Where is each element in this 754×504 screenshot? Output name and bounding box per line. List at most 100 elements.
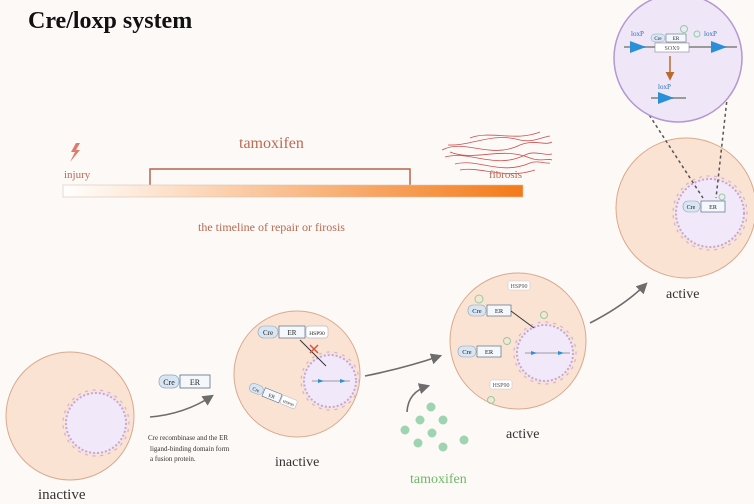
timeline: injury tamoxifen fibrosis the timeline o… [62,131,553,234]
envelope-dash [77,393,82,396]
envelope-dash [62,425,64,429]
envelope-dash [518,369,522,373]
envelope-dash [537,321,541,324]
envelope-dash [306,361,309,365]
loxp-arrow-icon [630,41,646,53]
envelope-dash [739,232,742,236]
fusion-protein: Cre ER [158,374,211,389]
cre-er-complex-a: Cre ER [467,304,512,317]
nucleus [65,392,127,454]
envelope-dash [566,372,570,376]
envelope-dash [334,408,338,411]
bound-er-label: ER [288,329,297,337]
envelope-dash [127,429,130,433]
envelope-dash [348,400,352,404]
envelope-dash [733,184,738,188]
inset-gene-label: SOX9 [664,46,679,52]
loxp-arrow-icon [711,41,727,53]
envelope-dash [745,218,748,222]
envelope-dash [728,243,732,246]
envelope-dash [515,339,518,344]
envelope-dash [114,395,118,398]
loxp-arrow-icon [558,351,564,355]
envelope-dash [680,235,684,239]
envelope-dash [119,400,123,404]
blocked-translocation-line [299,339,327,367]
nuclear-envelope-pattern [513,321,577,385]
cre-er-hsp-complex: Cre ER HSP90 [257,325,329,339]
repression-mark [309,344,319,354]
hsp-top-label: HSP90 [510,284,527,290]
loxp-arrow-icon [318,379,324,383]
step-arrow-1 [149,394,214,418]
step-arrow-2 [364,353,443,377]
envelope-dash [721,177,725,180]
envelope-dash [728,180,732,183]
tamoxifen-dot [415,415,425,425]
loxp-cassette [312,379,350,383]
envelope-dash [67,403,70,407]
envelope-dash [77,450,82,453]
envelope-dash [306,397,309,401]
inset-cre-label: Cre [654,37,662,42]
envelope-dash [570,336,574,340]
fusion-note-line-2: ligand-binding domain form [150,445,230,453]
envelope-dash [358,379,360,383]
envelope-dash [348,358,352,362]
cell-bound: Cre ER HSP90 Cre ER HSP90 inactive [233,310,361,470]
cell-bound-state-label: inactive [275,455,319,470]
envelope-dash [119,442,123,446]
envelope-dash [537,382,541,385]
tamoxifen-molecule-icon [718,193,726,201]
envelope-dash [742,196,746,201]
envelope-dash [326,351,330,353]
loxp-arrow-icon [340,379,346,383]
envelope-dash [574,359,576,363]
envelope-dash [311,355,315,359]
envelope-dash [672,207,674,211]
envelope-dash [685,240,689,244]
envelope-dash [714,175,718,178]
envelope-dash [124,406,127,410]
envelope-dash [100,454,104,457]
tamoxifen-entry-arrow [406,383,431,413]
envelope-dash [107,452,111,455]
envelope-dash [353,364,357,368]
envelope-dash [566,330,570,334]
envelope-dash [676,229,679,233]
cell-final: Cre ER active [615,137,754,302]
envelope-dash [673,222,676,226]
cell-tamoxifen: HSP90 Cre ER Cre ER HSP90 active [449,272,587,442]
tamoxifen-molecule-icon [693,30,701,38]
final-cre-label: Cre [687,205,696,211]
envelope-dash [63,410,67,414]
tamoxifen-dot [400,425,410,435]
bound-hsp2-label: HSP90 [282,399,294,408]
fusion-note-line-3: a fusion protein. [150,455,196,463]
envelope-dash [706,175,710,177]
envelope-dash [326,409,330,411]
envelope-dash [552,381,557,384]
cell-final-state-label: active [666,287,699,302]
timeline-caption: the timeline of repair or firosis [198,220,345,234]
envelope-dash [518,333,522,337]
envelope-dash [714,248,718,251]
envelope-dash [545,321,549,323]
envelope-dash [680,187,684,191]
envelope-dash [523,375,527,379]
envelope-dash [721,246,725,249]
envelope-dash [353,394,357,398]
envelope-dash [67,439,70,443]
tamoxifen-treatment-label: tamoxifen [239,135,304,152]
envelope-dash [84,390,89,393]
fibrosis-icon [441,131,553,174]
tamoxifen-dot [459,435,469,445]
envelope-dash [739,190,742,194]
fusion-cre-label: Cre [163,378,175,387]
envelope-dash [699,247,703,250]
envelope-dash [574,343,576,347]
tamoxifen-dot [438,442,448,452]
envelope-dash [745,204,748,208]
inset-er-label: ER [673,37,680,42]
envelope-dash [692,178,696,181]
